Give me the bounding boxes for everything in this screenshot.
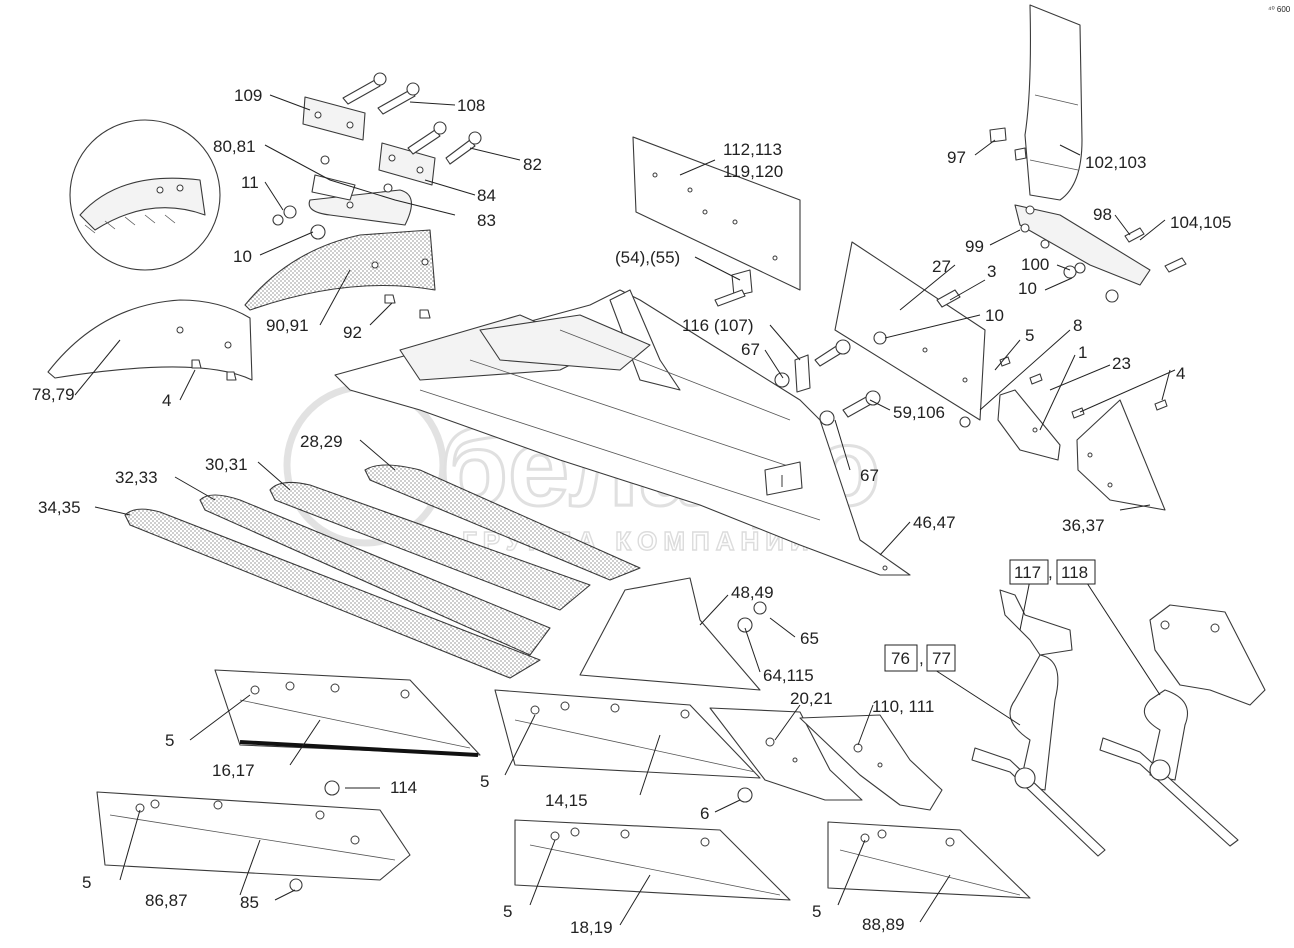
label-108: 108 — [457, 96, 485, 115]
label-4-left: 4 — [162, 391, 171, 410]
label-14-15: 14,15 — [545, 791, 588, 810]
corner-mark: ⁴⁰ 600 — [1268, 5, 1291, 14]
label-3: 3 — [987, 262, 996, 281]
bracket-1 — [997, 356, 1061, 461]
label-65: 65 — [800, 629, 819, 648]
label-34-35: 34,35 — [38, 498, 81, 517]
label-11: 11 — [241, 173, 259, 192]
label-5-share4: 5 — [503, 902, 512, 921]
strip-34-35 — [124, 508, 541, 679]
share-86-87 — [96, 780, 411, 892]
label-8: 8 — [1073, 316, 1082, 335]
label-80-81: 80,81 — [213, 137, 256, 156]
label-10-left: 10 — [233, 247, 252, 266]
label-97: 97 — [947, 148, 966, 167]
boxed-label-frames — [884, 559, 1096, 672]
label-84: 84 — [477, 186, 496, 205]
label-54-55: (54),(55) — [615, 248, 680, 267]
label-110-111: 110, 111 — [872, 697, 934, 716]
label-88-89: 88,89 — [862, 915, 905, 934]
label-100: 100 — [1021, 255, 1049, 274]
label-5-share3: 5 — [82, 873, 91, 892]
label-59-106: 59,106 — [893, 403, 945, 422]
main-frame — [334, 289, 911, 576]
wing-90-91 — [244, 229, 436, 319]
bracket-80-81 — [272, 155, 412, 240]
label-32-33: 32,33 — [115, 468, 158, 487]
leader-lines — [74, 94, 1176, 926]
label-23: 23 — [1112, 354, 1131, 373]
shank-76-77 — [971, 589, 1106, 857]
label-109: 109 — [234, 86, 262, 105]
label-83: 83 — [477, 211, 496, 230]
label-10-right: 10 — [1018, 279, 1037, 298]
bracket-104-105 — [1014, 204, 1187, 303]
wing-78-79 — [47, 299, 253, 381]
plate-112-120 — [632, 136, 801, 291]
label-119-120: 119,120 — [723, 162, 783, 181]
part-labels: 109 108 80,81 82 11 84 83 10 90,91 92 78… — [32, 86, 1231, 937]
share-18-19 — [514, 787, 791, 901]
label-10-mid: 10 — [985, 306, 1004, 325]
label-6: 6 — [700, 804, 709, 823]
share-110-111 — [799, 714, 943, 811]
label-comma-2: , — [919, 649, 924, 668]
label-104-105: 104,105 — [1170, 213, 1231, 232]
shank-117-118 — [1099, 604, 1266, 847]
label-112-113: 112,113 — [723, 140, 782, 159]
label-85: 85 — [240, 893, 259, 912]
blade-102-103 — [989, 4, 1083, 201]
label-18-19: 18,19 — [570, 918, 613, 937]
strip-30-31 — [269, 481, 591, 611]
share-14-15 — [494, 689, 761, 779]
strip-28-29 — [364, 464, 641, 581]
strip-32-33 — [199, 494, 551, 656]
label-90-91: 90,91 — [266, 316, 309, 335]
label-78-79: 78,79 — [32, 385, 75, 404]
label-comma-1: , — [1048, 563, 1053, 582]
bolts-108-82 — [342, 72, 482, 165]
label-28-29: 28,29 — [300, 432, 343, 451]
share-16-17 — [214, 669, 481, 757]
label-5-share1: 5 — [165, 731, 174, 750]
bolts-59-67-116 — [774, 339, 881, 426]
label-5-share5: 5 — [812, 902, 821, 921]
label-16-17: 16,17 — [212, 761, 255, 780]
label-92: 92 — [343, 323, 362, 342]
label-67-top: 67 — [741, 340, 760, 359]
label-98: 98 — [1093, 205, 1112, 224]
label-76: 76 — [891, 649, 910, 668]
label-27: 27 — [932, 257, 951, 276]
label-82: 82 — [523, 155, 542, 174]
label-117: 117 — [1014, 563, 1041, 582]
label-48-49: 48,49 — [731, 583, 774, 602]
label-36-37: 36,37 — [1062, 516, 1105, 535]
label-64-115: 64,115 — [763, 666, 814, 685]
label-118: 118 — [1061, 563, 1088, 582]
label-77: 77 — [932, 649, 951, 668]
label-20-21: 20,21 — [790, 689, 833, 708]
label-30-31: 30,31 — [205, 455, 248, 474]
detail-inset — [69, 119, 221, 271]
label-86-87: 86,87 — [145, 891, 188, 910]
label-116-107: 116 (107) — [682, 316, 754, 335]
label-99: 99 — [965, 237, 984, 256]
share-88-89 — [827, 821, 1031, 899]
triangle-48-49 — [579, 577, 767, 691]
plates-109-84 — [302, 96, 436, 186]
label-102-103: 102,103 — [1085, 153, 1146, 172]
label-4-right: 4 — [1176, 364, 1185, 383]
label-5-share2: 5 — [480, 772, 489, 791]
tbolt-54-55 — [714, 269, 753, 307]
label-5-right: 5 — [1025, 326, 1034, 345]
label-114: 114 — [390, 778, 417, 797]
plate-27 — [834, 241, 986, 428]
label-1: 1 — [1078, 343, 1087, 362]
label-67-bottom: 67 — [860, 466, 879, 485]
plate-36-37 — [1071, 399, 1168, 511]
share-20-21 — [709, 707, 863, 801]
label-46-47: 46,47 — [913, 513, 956, 532]
